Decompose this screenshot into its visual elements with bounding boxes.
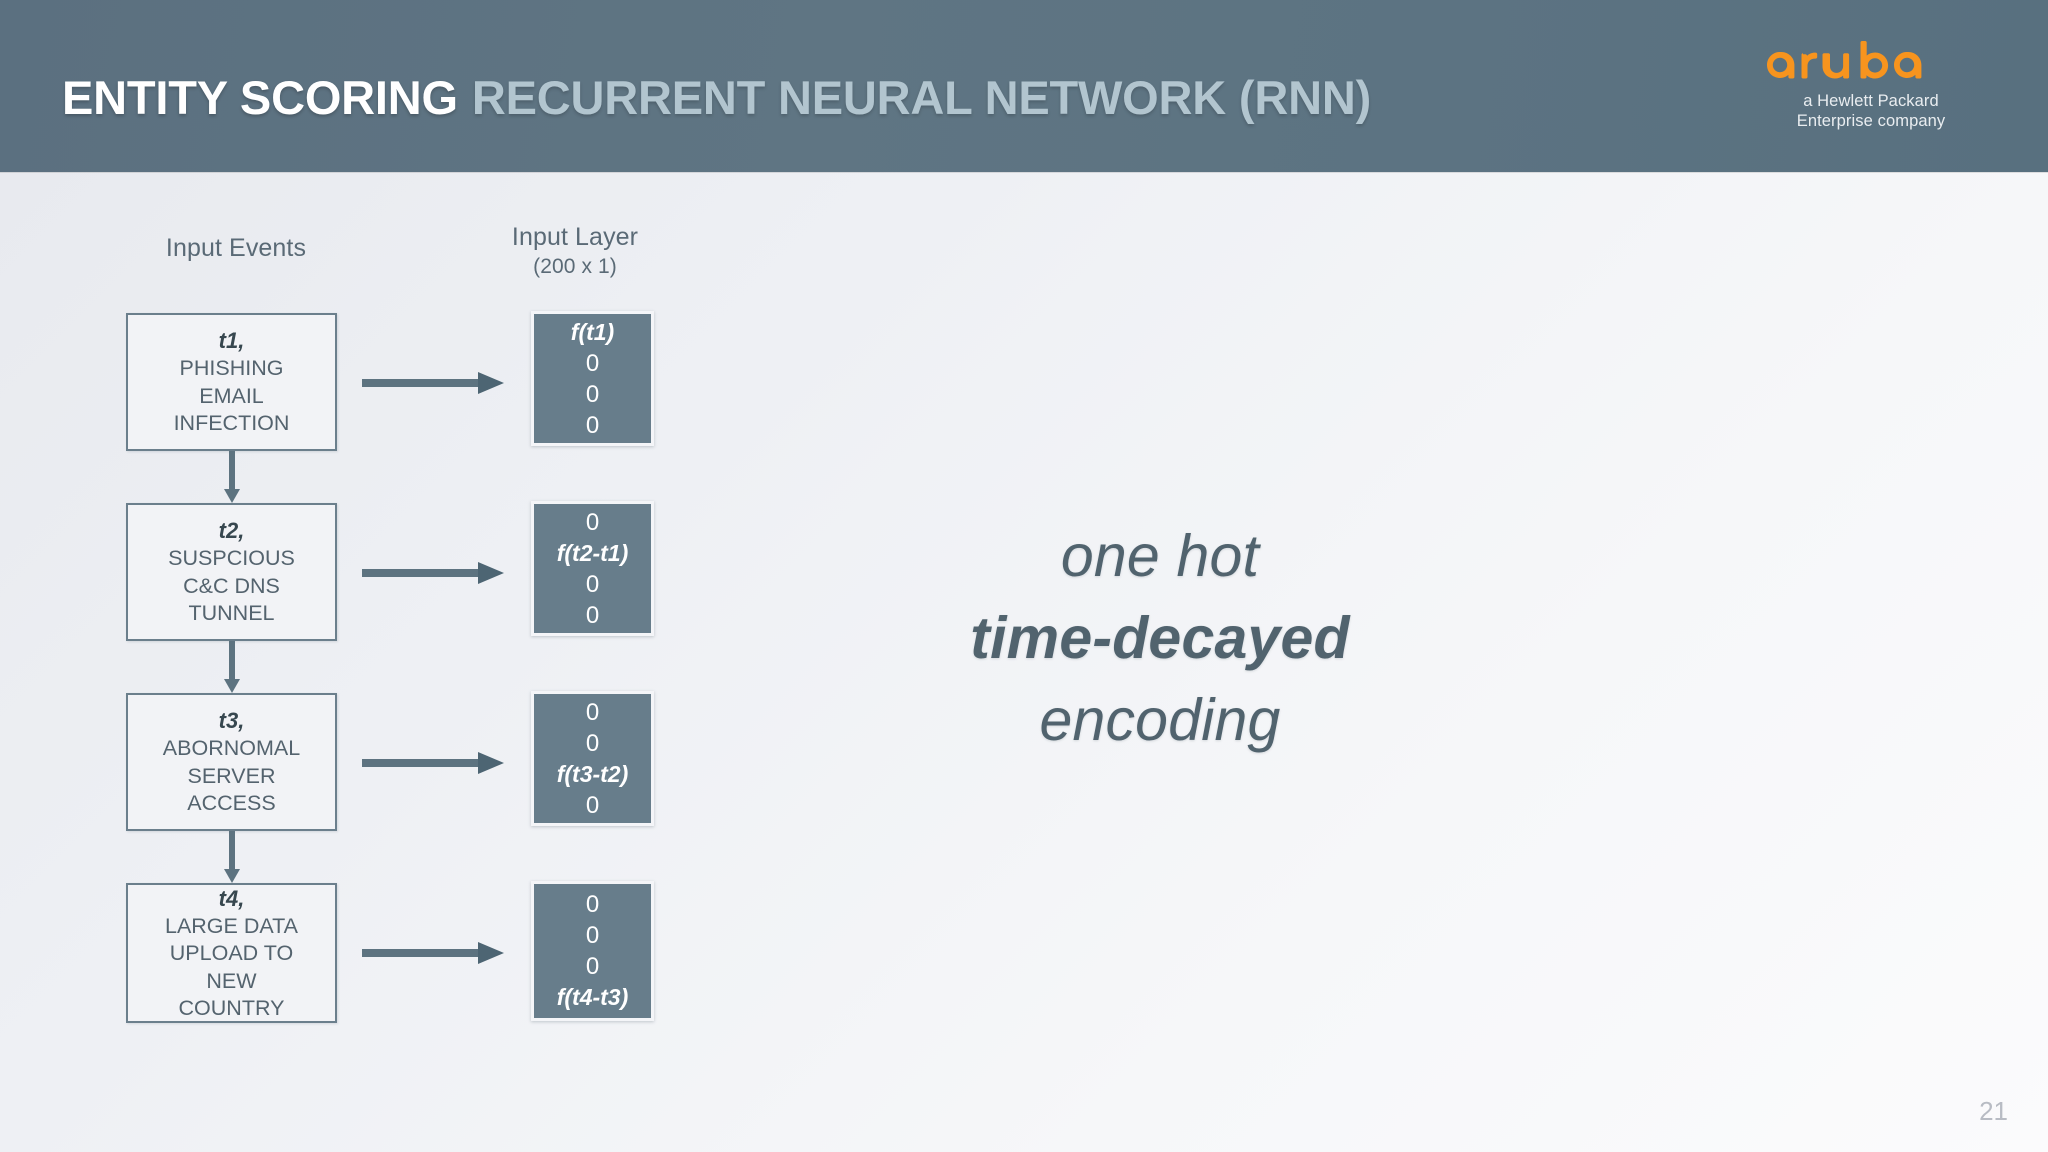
aruba-tagline: a Hewlett Packard Enterprise company (1746, 91, 1996, 131)
arrow-head (224, 489, 240, 503)
column-heading-input-events: Input Events (86, 233, 386, 264)
input-vector-cell: 0 (585, 729, 600, 757)
arrow-head (478, 942, 504, 964)
input-vector-cell: 0 (585, 953, 600, 980)
aruba-logo: a Hewlett Packard Enterprise company (1746, 40, 1996, 131)
arrow-head (224, 679, 240, 693)
arrow-stem (362, 379, 480, 387)
input-vector-cell: 0 (585, 570, 600, 598)
input-vector-cell: 0 (585, 601, 600, 629)
event-time-label: t4, (218, 885, 245, 911)
event-time-label: t3, (218, 708, 245, 734)
event-description-line: PHISHING (179, 356, 284, 381)
event-description-line: EMAIL (199, 383, 264, 408)
input-vector: 0 0 f(t3-t2) 0 (531, 691, 654, 826)
input-vector-cell: 0 (585, 380, 600, 408)
arrow-stem (229, 451, 235, 489)
callout-text: one hot time-decayed encoding (900, 515, 1420, 761)
sequence-arrow-down-icon (224, 831, 240, 883)
event-description-line: UPLOAD TO (169, 941, 294, 965)
encoding-arrow-right-icon (362, 752, 504, 774)
page-title-sub: RECURRENT NEURAL NETWORK (RNN) (471, 71, 1372, 124)
input-vector: 0 f(t2-t1) 0 0 (531, 501, 654, 636)
event-box: t1, PHISHING EMAIL INFECTION (126, 313, 337, 451)
event-description-line: SUSPCIOUS (168, 546, 295, 571)
arrow-head (478, 372, 504, 394)
input-vector-cell: f(t3-t2) (556, 760, 629, 787)
event-description-line: COUNTRY (178, 996, 285, 1020)
column-heading-input-layer-dims: (200 x 1) (533, 255, 617, 278)
page-title-main: ENTITY SCORING (62, 71, 458, 124)
event-description-line: ACCESS (187, 791, 276, 816)
callout-line-3: encoding (1039, 687, 1281, 753)
input-vector-cell: f(t4-t3) (556, 984, 629, 1010)
arrow-stem (229, 641, 235, 679)
input-vector-cell: f(t2-t1) (556, 539, 629, 566)
event-description-line: TUNNEL (188, 601, 275, 626)
event-box: t4, LARGE DATA UPLOAD TO NEW COUNTRY (126, 883, 337, 1023)
column-heading-input-events-label: Input Events (165, 234, 307, 262)
page-number: 21 (1979, 1096, 2008, 1126)
event-description-line: SERVER (187, 763, 276, 788)
arrow-stem (229, 831, 235, 869)
aruba-wordmark-icon (1746, 40, 1996, 88)
input-vector-cell: 0 (585, 698, 600, 726)
aruba-tagline-line1: a Hewlett Packard (1803, 92, 1939, 110)
event-description-line: ABORNOMAL (162, 736, 301, 761)
event-description-line: C&C DNS (183, 573, 280, 598)
event-box: t3, ABORNOMAL SERVER ACCESS (126, 693, 337, 831)
arrow-stem (362, 949, 480, 957)
event-description-line: NEW (206, 968, 257, 993)
input-vector-cell: 0 (585, 411, 600, 439)
event-time-label: t1, (218, 328, 245, 354)
arrow-stem (362, 759, 480, 767)
event-description-line: INFECTION (173, 411, 290, 436)
event-box: t2, SUSPCIOUS C&C DNS TUNNEL (126, 503, 337, 641)
sequence-arrow-down-icon (224, 641, 240, 693)
input-vector: 0 0 0 f(t4-t3) (531, 881, 654, 1021)
column-heading-input-layer: Input Layer (200 x 1) (455, 222, 695, 281)
input-vector-cell: 0 (585, 922, 600, 949)
sequence-arrow-down-icon (224, 451, 240, 503)
arrow-head (224, 869, 240, 883)
column-heading-input-layer-label: Input Layer (511, 223, 639, 251)
encoding-arrow-right-icon (362, 942, 504, 964)
arrow-head (478, 752, 504, 774)
input-vector: f(t1) 0 0 0 (531, 311, 654, 446)
aruba-tagline-line2: Enterprise company (1796, 112, 1946, 130)
input-vector-cell: 0 (585, 791, 600, 819)
encoding-arrow-right-icon (362, 372, 504, 394)
event-time-label: t2, (218, 518, 245, 544)
input-vector-cell: 0 (585, 508, 600, 536)
input-vector-cell: 0 (585, 891, 600, 918)
arrow-stem (362, 569, 480, 577)
input-vector-cell: 0 (585, 349, 600, 377)
arrow-head (478, 562, 504, 584)
event-description-line: LARGE DATA (164, 913, 298, 938)
callout-line-1: one hot (1060, 523, 1260, 589)
callout-line-2: time-decayed (970, 605, 1350, 671)
input-vector-cell: f(t1) (570, 318, 615, 345)
encoding-arrow-right-icon (362, 562, 504, 584)
